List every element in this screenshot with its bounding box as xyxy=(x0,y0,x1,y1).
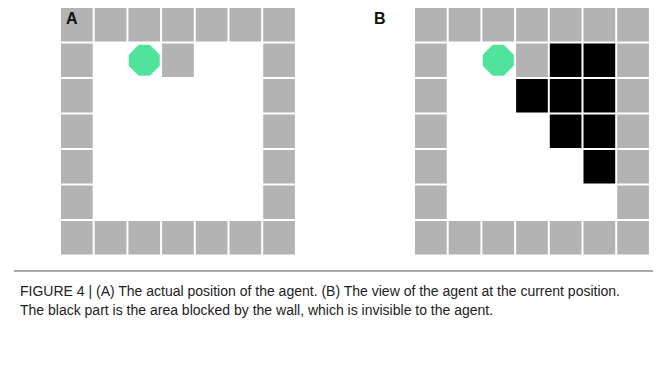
wall-cell xyxy=(415,186,447,220)
wall-cell xyxy=(550,221,582,255)
wall-cell xyxy=(617,115,649,149)
blocked-cell xyxy=(584,115,616,149)
wall-cell xyxy=(61,79,93,113)
wall-cell xyxy=(162,8,194,42)
wall-cell xyxy=(482,8,514,42)
figure-caption: FIGURE 4 | (A) The actual position of th… xyxy=(20,282,646,320)
wall-cell xyxy=(95,221,127,255)
wall-cell xyxy=(584,221,616,255)
agent-marker xyxy=(130,46,158,74)
wall-cell xyxy=(516,44,548,78)
wall-cell xyxy=(61,115,93,149)
wall-cell xyxy=(61,8,93,42)
wall-cell xyxy=(617,79,649,113)
blocked-cell xyxy=(550,44,582,78)
wall-cell xyxy=(196,8,228,42)
wall-cell xyxy=(128,8,160,42)
blocked-cell xyxy=(584,44,616,78)
wall-cell xyxy=(95,8,127,42)
blocked-cell xyxy=(516,79,548,113)
wall-cell xyxy=(263,221,295,255)
wall-cell xyxy=(617,186,649,220)
wall-cell xyxy=(617,221,649,255)
wall-cell xyxy=(61,44,93,78)
wall-cell xyxy=(263,8,295,42)
caption-rule xyxy=(14,271,653,272)
wall-cell xyxy=(449,221,481,255)
wall-cell xyxy=(617,44,649,78)
panel-label: A xyxy=(66,10,78,28)
blocked-cell xyxy=(550,79,582,113)
wall-cell xyxy=(449,8,481,42)
wall-cell xyxy=(415,44,447,78)
wall-cell xyxy=(61,221,93,255)
wall-cell xyxy=(263,44,295,78)
wall-cell xyxy=(516,8,548,42)
wall-cell xyxy=(263,79,295,113)
wall-cell xyxy=(263,115,295,149)
wall-cell xyxy=(516,221,548,255)
wall-cell xyxy=(230,221,262,255)
blocked-cell xyxy=(550,115,582,149)
wall-cell xyxy=(61,150,93,184)
wall-cell xyxy=(415,115,447,149)
blocked-cell xyxy=(584,150,616,184)
wall-cell xyxy=(617,150,649,184)
blocked-cell xyxy=(584,79,616,113)
wall-cell xyxy=(162,44,194,78)
wall-cell xyxy=(415,150,447,184)
wall-cell xyxy=(196,221,228,255)
wall-cell xyxy=(482,221,514,255)
wall-cell xyxy=(162,221,194,255)
wall-cell xyxy=(415,79,447,113)
wall-cell xyxy=(617,8,649,42)
agent-marker xyxy=(484,46,512,74)
wall-cell xyxy=(415,221,447,255)
wall-cell xyxy=(550,8,582,42)
wall-cell xyxy=(263,150,295,184)
wall-cell xyxy=(61,186,93,220)
wall-cell xyxy=(584,8,616,42)
wall-cell xyxy=(415,8,447,42)
panel-label: B xyxy=(374,10,386,28)
wall-cell xyxy=(263,186,295,220)
wall-cell xyxy=(128,221,160,255)
wall-cell xyxy=(230,8,262,42)
